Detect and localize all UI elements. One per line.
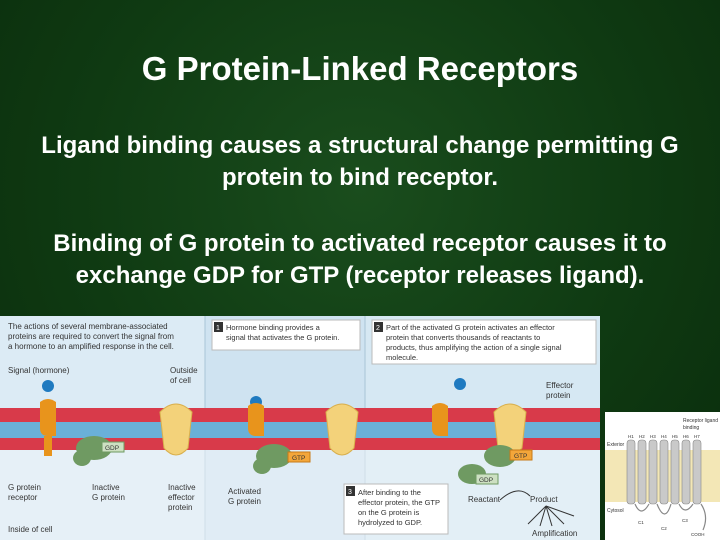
svg-text:effector protein, the GTP: effector protein, the GTP (358, 498, 440, 507)
inset-exterior-label: Exterior (607, 442, 625, 448)
svg-text:H5: H5 (672, 434, 678, 439)
g-protein-panel-2 (484, 445, 516, 467)
svg-text:signal that activates the G pr: signal that activates the G protein. (226, 333, 339, 342)
product-label: Product (530, 495, 558, 504)
svg-text:binding: binding (683, 425, 699, 431)
gtp-label-panel-2: GTP (514, 453, 527, 460)
svg-text:After binding to the: After binding to the (358, 488, 421, 497)
reaction-arrow (499, 490, 531, 501)
effector-panel-0 (159, 403, 193, 456)
svg-text:H2: H2 (639, 434, 645, 439)
svg-text:hydrolyzed to GDP.: hydrolyzed to GDP. (358, 518, 422, 527)
inset-cytosol-label: Cytosol (607, 508, 624, 514)
svg-text:Receptor ligand: Receptor ligand (683, 418, 718, 424)
inset-tail (700, 503, 707, 531)
gdp-label-panel-0: GDP (105, 445, 119, 452)
svg-text:Inactive: Inactive (168, 483, 196, 492)
svg-text:G protein: G protein (228, 497, 261, 506)
reactant-label: Reactant (468, 495, 501, 504)
svg-text:proteins are required to conve: proteins are required to convert the sig… (8, 332, 174, 341)
svg-text:Hormone binding provides a: Hormone binding provides a (226, 323, 321, 332)
svg-text:Part of the activated G protei: Part of the activated G protein activate… (386, 323, 555, 332)
slide-paragraph-1: Ligand binding causes a structural chang… (41, 132, 679, 191)
receptor-panel-2 (432, 403, 448, 436)
svg-text:H3: H3 (650, 434, 656, 439)
svg-text:Activated: Activated (228, 487, 261, 496)
receptor-panel-1 (248, 403, 264, 436)
inset-helix-labels: H1 H2 H3 H4 H5 H6 H7 (628, 434, 700, 439)
svg-text:C3: C3 (682, 518, 688, 523)
outside-label-1: Outside (170, 366, 198, 375)
svg-text:H4: H4 (661, 434, 667, 439)
hormone-molecule (42, 380, 54, 392)
svg-text:H6: H6 (683, 434, 689, 439)
signal-label: Signal (hormone) (8, 366, 70, 375)
amplification-arrows (527, 505, 575, 527)
receptor-structure-inset: Exterior Cytosol Receptor ligand binding… (605, 412, 720, 540)
gtp-label-panel-1: GTP (292, 455, 305, 462)
receptor-panel-0 (40, 399, 56, 436)
intro-text: The actions of several membrane-associat… (8, 322, 174, 351)
svg-text:H7: H7 (694, 434, 700, 439)
outside-label-2: of cell (170, 376, 191, 385)
svg-text:protein: protein (546, 391, 570, 400)
svg-text:G protein: G protein (8, 483, 41, 492)
step-2-box: 2 Part of the activated G protein activa… (371, 319, 597, 365)
svg-text:3: 3 (348, 489, 352, 496)
svg-text:G protein: G protein (92, 493, 125, 502)
inset-loop-labels: C1 C2 C3 (638, 518, 688, 531)
svg-text:2: 2 (376, 325, 380, 332)
svg-text:protein that converts thousand: protein that converts thousands of react… (386, 333, 540, 342)
inset-svg: Exterior Cytosol Receptor ligand binding… (605, 412, 720, 540)
inset-loops (634, 503, 694, 515)
amplification-label: Amplification (532, 529, 577, 538)
step-3-box: 3 After binding to the effector protein,… (343, 483, 449, 535)
svg-text:The actions of several membran: The actions of several membrane-associat… (8, 322, 168, 331)
gdp-label-panel-2: GDP (479, 477, 493, 484)
g-protein-receptor-label: G protein receptor (8, 483, 41, 502)
svg-text:C1: C1 (638, 520, 644, 525)
svg-text:Inactive: Inactive (92, 483, 120, 492)
svg-text:products, thus amplifying the: products, thus amplifying the action of … (386, 343, 562, 352)
slide-paragraph-2: Binding of G protein to activated recept… (53, 230, 667, 289)
inactive-g-protein-label: Inactive G protein (92, 483, 125, 502)
membrane-core (0, 422, 600, 438)
released-hormone (454, 378, 466, 390)
svg-text:H1: H1 (628, 434, 634, 439)
svg-text:on the G protein is: on the G protein is (358, 508, 420, 517)
step-1-box: 1 Hormone binding provides a signal that… (211, 319, 361, 351)
membrane-inner-layer (0, 438, 600, 450)
effector-panel-1 (325, 403, 359, 456)
svg-text:C2: C2 (661, 526, 667, 531)
g-protein-figure: The actions of several membrane-associat… (0, 316, 600, 540)
inactive-effector-label: Inactive effector protein (168, 483, 196, 512)
slide-title: G Protein-Linked Receptors (141, 50, 579, 87)
svg-text:1: 1 (216, 325, 220, 332)
svg-text:receptor: receptor (8, 493, 38, 502)
membrane-outer-layer (0, 408, 600, 422)
svg-text:Effector: Effector (546, 381, 574, 390)
svg-text:protein: protein (168, 503, 192, 512)
inset-cooh-label: COOH (691, 532, 705, 537)
svg-text:a hormone to an amplified resp: a hormone to an amplified response in th… (8, 342, 174, 351)
effector-protein-label: Effector protein (546, 381, 574, 400)
svg-text:molecule.: molecule. (386, 353, 418, 362)
inside-of-cell-label: Inside of cell (8, 525, 53, 534)
activated-g-protein-label: Activated G protein (228, 487, 261, 506)
inset-helices (626, 439, 702, 505)
svg-text:effector: effector (168, 493, 195, 502)
g-protein-figure-svg: The actions of several membrane-associat… (0, 316, 600, 540)
inset-ligand-label: Receptor ligand binding (683, 418, 718, 431)
